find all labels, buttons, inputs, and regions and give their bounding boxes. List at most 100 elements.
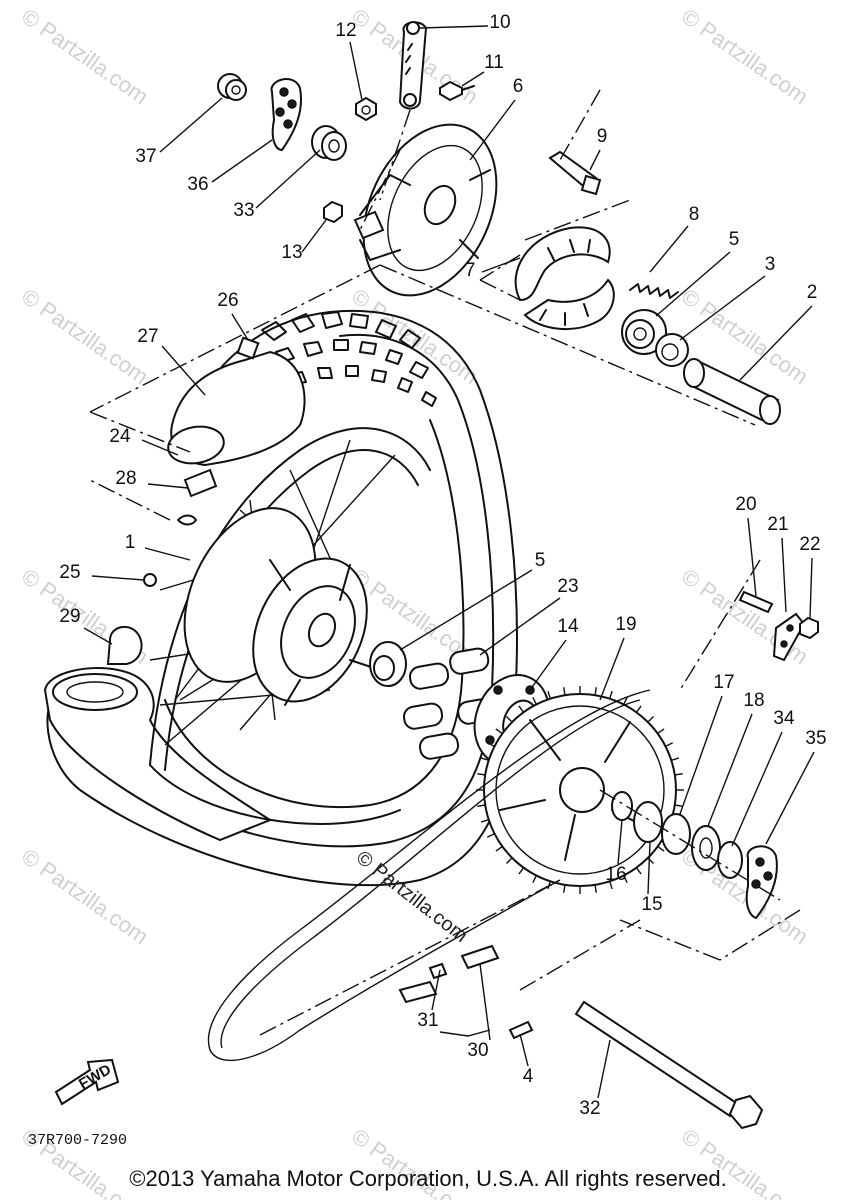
callout-16: 16: [605, 864, 626, 885]
sprocket-tooth: [609, 881, 613, 890]
sprocket-tooth: [480, 757, 489, 761]
callout-32: 32: [579, 1098, 600, 1119]
sprocket-tooth: [506, 716, 513, 723]
callout-5: 5: [535, 550, 546, 571]
sprocket-tooth: [480, 819, 489, 823]
callout-leaders: [83, 25, 815, 1099]
bearing-5-upper: [621, 309, 667, 355]
bolt-20: [738, 590, 774, 614]
callout-36: 36: [187, 174, 208, 195]
sprocket-tooth: [647, 716, 654, 723]
callout-29: 29: [59, 606, 80, 627]
nut-12: [355, 96, 377, 122]
callout-7: 7: [465, 260, 476, 281]
callout-28: 28: [115, 468, 136, 489]
leader-line-16: [617, 819, 623, 865]
leader-line-37: [159, 97, 223, 153]
sprocket-tooth: [477, 773, 486, 776]
callout-6: 6: [513, 76, 524, 97]
callout-12: 12: [335, 20, 356, 41]
leader-line-23: [479, 597, 561, 656]
leader-bracket-30: [439, 1029, 491, 1037]
sprocket-tooth: [674, 773, 683, 776]
leader-line-10: [419, 25, 489, 29]
sprocket-tooth: [594, 687, 597, 696]
adjuster-plate-36: [270, 78, 302, 152]
wheel-hub: [183, 507, 381, 706]
brake-shoes-7: [514, 226, 615, 331]
callout-18: 18: [743, 690, 764, 711]
leader-line-35: [765, 751, 815, 845]
callout-34: 34: [773, 708, 795, 729]
callout-37: 37: [135, 146, 156, 167]
leader-line-28: [147, 483, 189, 489]
leader-line-19: [599, 637, 625, 701]
sprocket-tooth: [486, 742, 495, 748]
leader-line-7: [481, 257, 521, 273]
leader-line-17: [679, 695, 723, 815]
sprocket-tooth: [657, 845, 665, 852]
drive-chain: [207, 689, 651, 1062]
callout-numbers: 1234556789101112131415161718192021222324…: [59, 12, 826, 1119]
leader-line-11: [461, 71, 485, 87]
leader-line-2: [739, 305, 813, 381]
bearing-5-lower: [369, 641, 407, 687]
sprocket-tooth: [532, 696, 538, 705]
adjuster-35: [745, 845, 778, 920]
spacer-2: [683, 358, 781, 425]
callout-1: 1: [125, 532, 136, 553]
callout-35: 35: [805, 728, 826, 749]
callout-11: 11: [484, 52, 504, 73]
leader-line-8: [649, 225, 689, 273]
watermark-text: © Partzilla.com: [347, 284, 483, 390]
leader-line-22: [809, 557, 813, 619]
leader-line-15: [647, 841, 651, 895]
leader-line-4: [519, 1033, 529, 1067]
leader-line-25: [91, 575, 145, 581]
callout-2: 2: [807, 282, 818, 303]
sprocket-tooth: [657, 728, 665, 735]
callout-27: 27: [137, 326, 158, 347]
leader-line-21: [781, 537, 787, 613]
callout-8: 8: [689, 204, 700, 225]
callout-10: 10: [489, 12, 510, 33]
center-watermark: © Partzilla.com: [352, 847, 472, 947]
sprocket-tooth: [486, 832, 495, 838]
leader-line-29: [83, 627, 113, 645]
camshaft-lever: [398, 21, 428, 110]
leader-line-30: [479, 963, 491, 1041]
tube-and-rim-band: [106, 336, 306, 665]
sprocket-tooth: [506, 857, 513, 864]
brake-shoe-plate: [353, 123, 498, 297]
leader-line-36: [211, 139, 273, 183]
callout-20: 20: [735, 494, 756, 515]
leader-line-5: [655, 251, 731, 317]
sprocket-tooth: [622, 875, 628, 884]
nut-13: [323, 200, 343, 224]
collar-37: [217, 73, 247, 101]
callout-9: 9: [597, 126, 608, 147]
leader-line-6: [469, 99, 516, 161]
sprocket-tooth: [622, 696, 628, 705]
leader-line-5: [399, 569, 533, 651]
callout-13: 13: [281, 242, 302, 263]
leader-line-31: [431, 969, 441, 1011]
leader-line-12: [349, 41, 363, 101]
leader-line-34: [731, 731, 783, 847]
camshaft-9: [548, 150, 602, 196]
tire-section: [43, 667, 273, 842]
spring-8: [629, 283, 679, 299]
leader-line-33: [255, 149, 321, 209]
axle-32: [574, 1000, 764, 1130]
forward-arrow: FWD: [54, 1058, 120, 1106]
callout-33: 33: [233, 200, 254, 221]
sprocket-tooth: [594, 884, 597, 893]
sprocket-tooth: [665, 742, 674, 748]
leader-line-14: [529, 639, 567, 691]
watermark-text: © Partzilla.com: [17, 284, 153, 390]
leader-line-13: [301, 219, 327, 253]
callout-22: 22: [799, 534, 820, 555]
drawing-code: 37R700-7290: [28, 1132, 127, 1149]
